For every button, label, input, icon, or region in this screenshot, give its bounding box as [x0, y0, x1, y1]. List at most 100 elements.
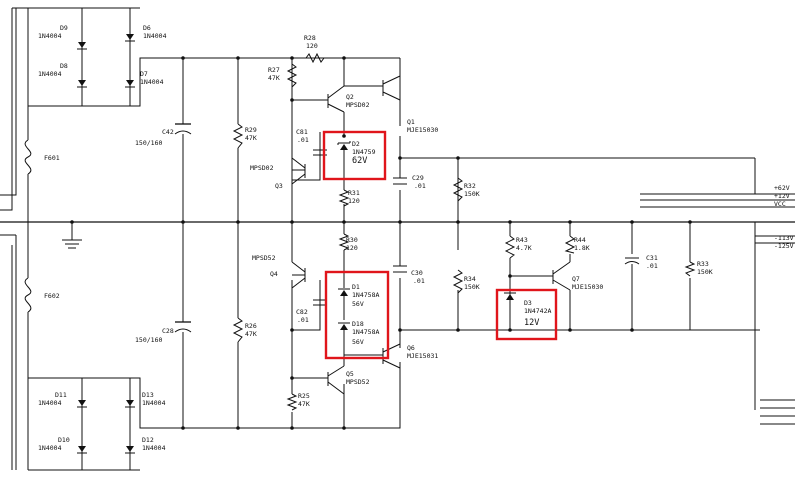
svg-text:150/160: 150/160: [135, 336, 162, 344]
svg-text:.01: .01: [413, 277, 425, 285]
svg-text:D12: D12: [142, 436, 154, 444]
svg-text:1N4004: 1N4004: [38, 70, 62, 78]
svg-text:1N4004: 1N4004: [38, 399, 62, 407]
svg-text:4.7K: 4.7K: [516, 244, 532, 252]
svg-text:Q6: Q6: [407, 344, 415, 352]
svg-text:R25: R25: [298, 392, 310, 400]
svg-text:120: 120: [348, 197, 360, 205]
svg-text:1N4004: 1N4004: [38, 444, 62, 452]
highlight-boxes: [322, 130, 558, 360]
svg-text:47K: 47K: [298, 400, 310, 408]
bridge-diode-d13: D13 1N4004: [125, 391, 166, 408]
bridge-diode-d9: D9 1N4004: [38, 24, 87, 50]
svg-text:1N4004: 1N4004: [142, 444, 166, 452]
transistor-q6: Q6 MJE15031: [382, 343, 438, 369]
capacitor-c42: C42 150/160: [135, 123, 192, 147]
zener-d18: D18 1N4758A 56V: [338, 296, 379, 352]
svg-text:D1: D1: [352, 283, 360, 291]
bridge-diode-d7: D7 1N4004: [125, 70, 164, 88]
svg-text:D6: D6: [143, 24, 151, 32]
resistor-r30: R30 120: [338, 233, 358, 252]
svg-text:C29: C29: [412, 174, 424, 182]
svg-text:D8: D8: [60, 62, 68, 70]
svg-text:.01: .01: [646, 262, 658, 270]
bridge-diode-d10: D10 1N4004: [38, 436, 87, 454]
svg-text:MJE15030: MJE15030: [572, 283, 603, 291]
svg-text:R32: R32: [464, 182, 476, 190]
rail-label-minus113: -113V: [774, 234, 794, 242]
resistor-r28: R28 120: [304, 34, 325, 64]
svg-text:56V: 56V: [352, 300, 364, 308]
transistor-q5: Q5 MPSD52: [327, 365, 370, 395]
svg-text:1N4742A: 1N4742A: [524, 307, 551, 315]
svg-text:R31: R31: [348, 189, 360, 197]
svg-text:D3: D3: [524, 299, 532, 307]
transistor-q7: Q7 MJE15030: [552, 261, 603, 291]
resistor-r29: R29 47K: [232, 123, 257, 149]
svg-text:R30: R30: [346, 236, 358, 244]
fuse-f602: F602: [24, 277, 60, 313]
capacitor-c28: C28 150/160: [135, 321, 192, 344]
resistor-r43: R43 4.7K: [504, 235, 532, 259]
svg-text:1N4759: 1N4759: [352, 148, 376, 156]
svg-text:47K: 47K: [268, 74, 280, 82]
resistor-r31: R31 120: [338, 189, 360, 207]
svg-text:C30: C30: [411, 269, 423, 277]
resistor-r44: R44 1.8K: [564, 235, 590, 254]
capacitor-c31: C31 .01: [624, 254, 658, 270]
svg-text:Q4: Q4: [270, 270, 278, 278]
highlight-box-d3: [495, 288, 558, 341]
svg-text:D11: D11: [55, 391, 67, 399]
svg-text:C28: C28: [162, 327, 174, 335]
svg-text:R34: R34: [464, 275, 476, 283]
svg-text:150K: 150K: [464, 283, 480, 291]
svg-text:.01: .01: [414, 182, 426, 190]
svg-text:1N4758A: 1N4758A: [352, 291, 379, 299]
svg-text:47K: 47K: [245, 134, 257, 142]
svg-text:150K: 150K: [464, 190, 480, 198]
svg-text:Q2: Q2: [346, 93, 354, 101]
svg-text:1N4004: 1N4004: [143, 32, 167, 40]
transistor-q1: Q1 MJE15030: [382, 58, 438, 134]
svg-text:C82: C82: [296, 308, 308, 316]
svg-text:D7: D7: [140, 70, 148, 78]
svg-text:MPSD52: MPSD52: [252, 254, 276, 262]
junction-dots: [70, 56, 692, 430]
resistor-r33: R33 150K: [684, 260, 713, 277]
svg-text:MPSD02: MPSD02: [346, 101, 370, 109]
svg-text:Q1: Q1: [407, 118, 415, 126]
svg-text:C31: C31: [646, 254, 658, 262]
transistor-q4: MPSD52 Q4: [252, 254, 306, 289]
rail-labels: +62V +12V VCC -113V -125V: [774, 184, 794, 250]
svg-text:Q7: Q7: [572, 275, 580, 283]
bridge-diode-d11: D11 1N4004: [38, 391, 87, 408]
zener-d1: D1 1N4758A 56V: [338, 266, 379, 308]
resistor-r26: R26 47K: [232, 317, 257, 343]
svg-text:12V: 12V: [524, 318, 539, 328]
rail-label-vcc: VCC: [774, 200, 786, 208]
resistor-r34: R34 150K: [452, 269, 480, 294]
svg-text:R33: R33: [697, 260, 709, 268]
svg-text:D10: D10: [58, 436, 70, 444]
svg-text:120: 120: [346, 244, 358, 252]
svg-text:D18: D18: [352, 320, 364, 328]
svg-text:F601: F601: [44, 154, 60, 162]
highlight-box-d2: [322, 130, 387, 181]
svg-text:F602: F602: [44, 292, 60, 300]
svg-text:R43: R43: [516, 236, 528, 244]
svg-text:56V: 56V: [352, 338, 364, 346]
svg-text:47K: 47K: [245, 330, 257, 338]
svg-text:MPSD52: MPSD52: [346, 378, 370, 386]
svg-text:C42: C42: [162, 128, 174, 136]
svg-text:D9: D9: [60, 24, 68, 32]
svg-text:R28: R28: [304, 34, 316, 42]
bridge-diode-d6: D6 1N4004: [125, 24, 167, 42]
bridge-diode-d12: D12 1N4004: [125, 436, 166, 454]
transistor-q3: MPSD02 Q3: [250, 157, 306, 190]
rail-label-minus125: -125V: [774, 242, 794, 250]
rail-label-plus12: +12V: [774, 192, 790, 200]
svg-text:.01: .01: [297, 316, 309, 324]
svg-text:Q3: Q3: [275, 182, 283, 190]
resistor-r25: R25 47K: [286, 392, 310, 411]
